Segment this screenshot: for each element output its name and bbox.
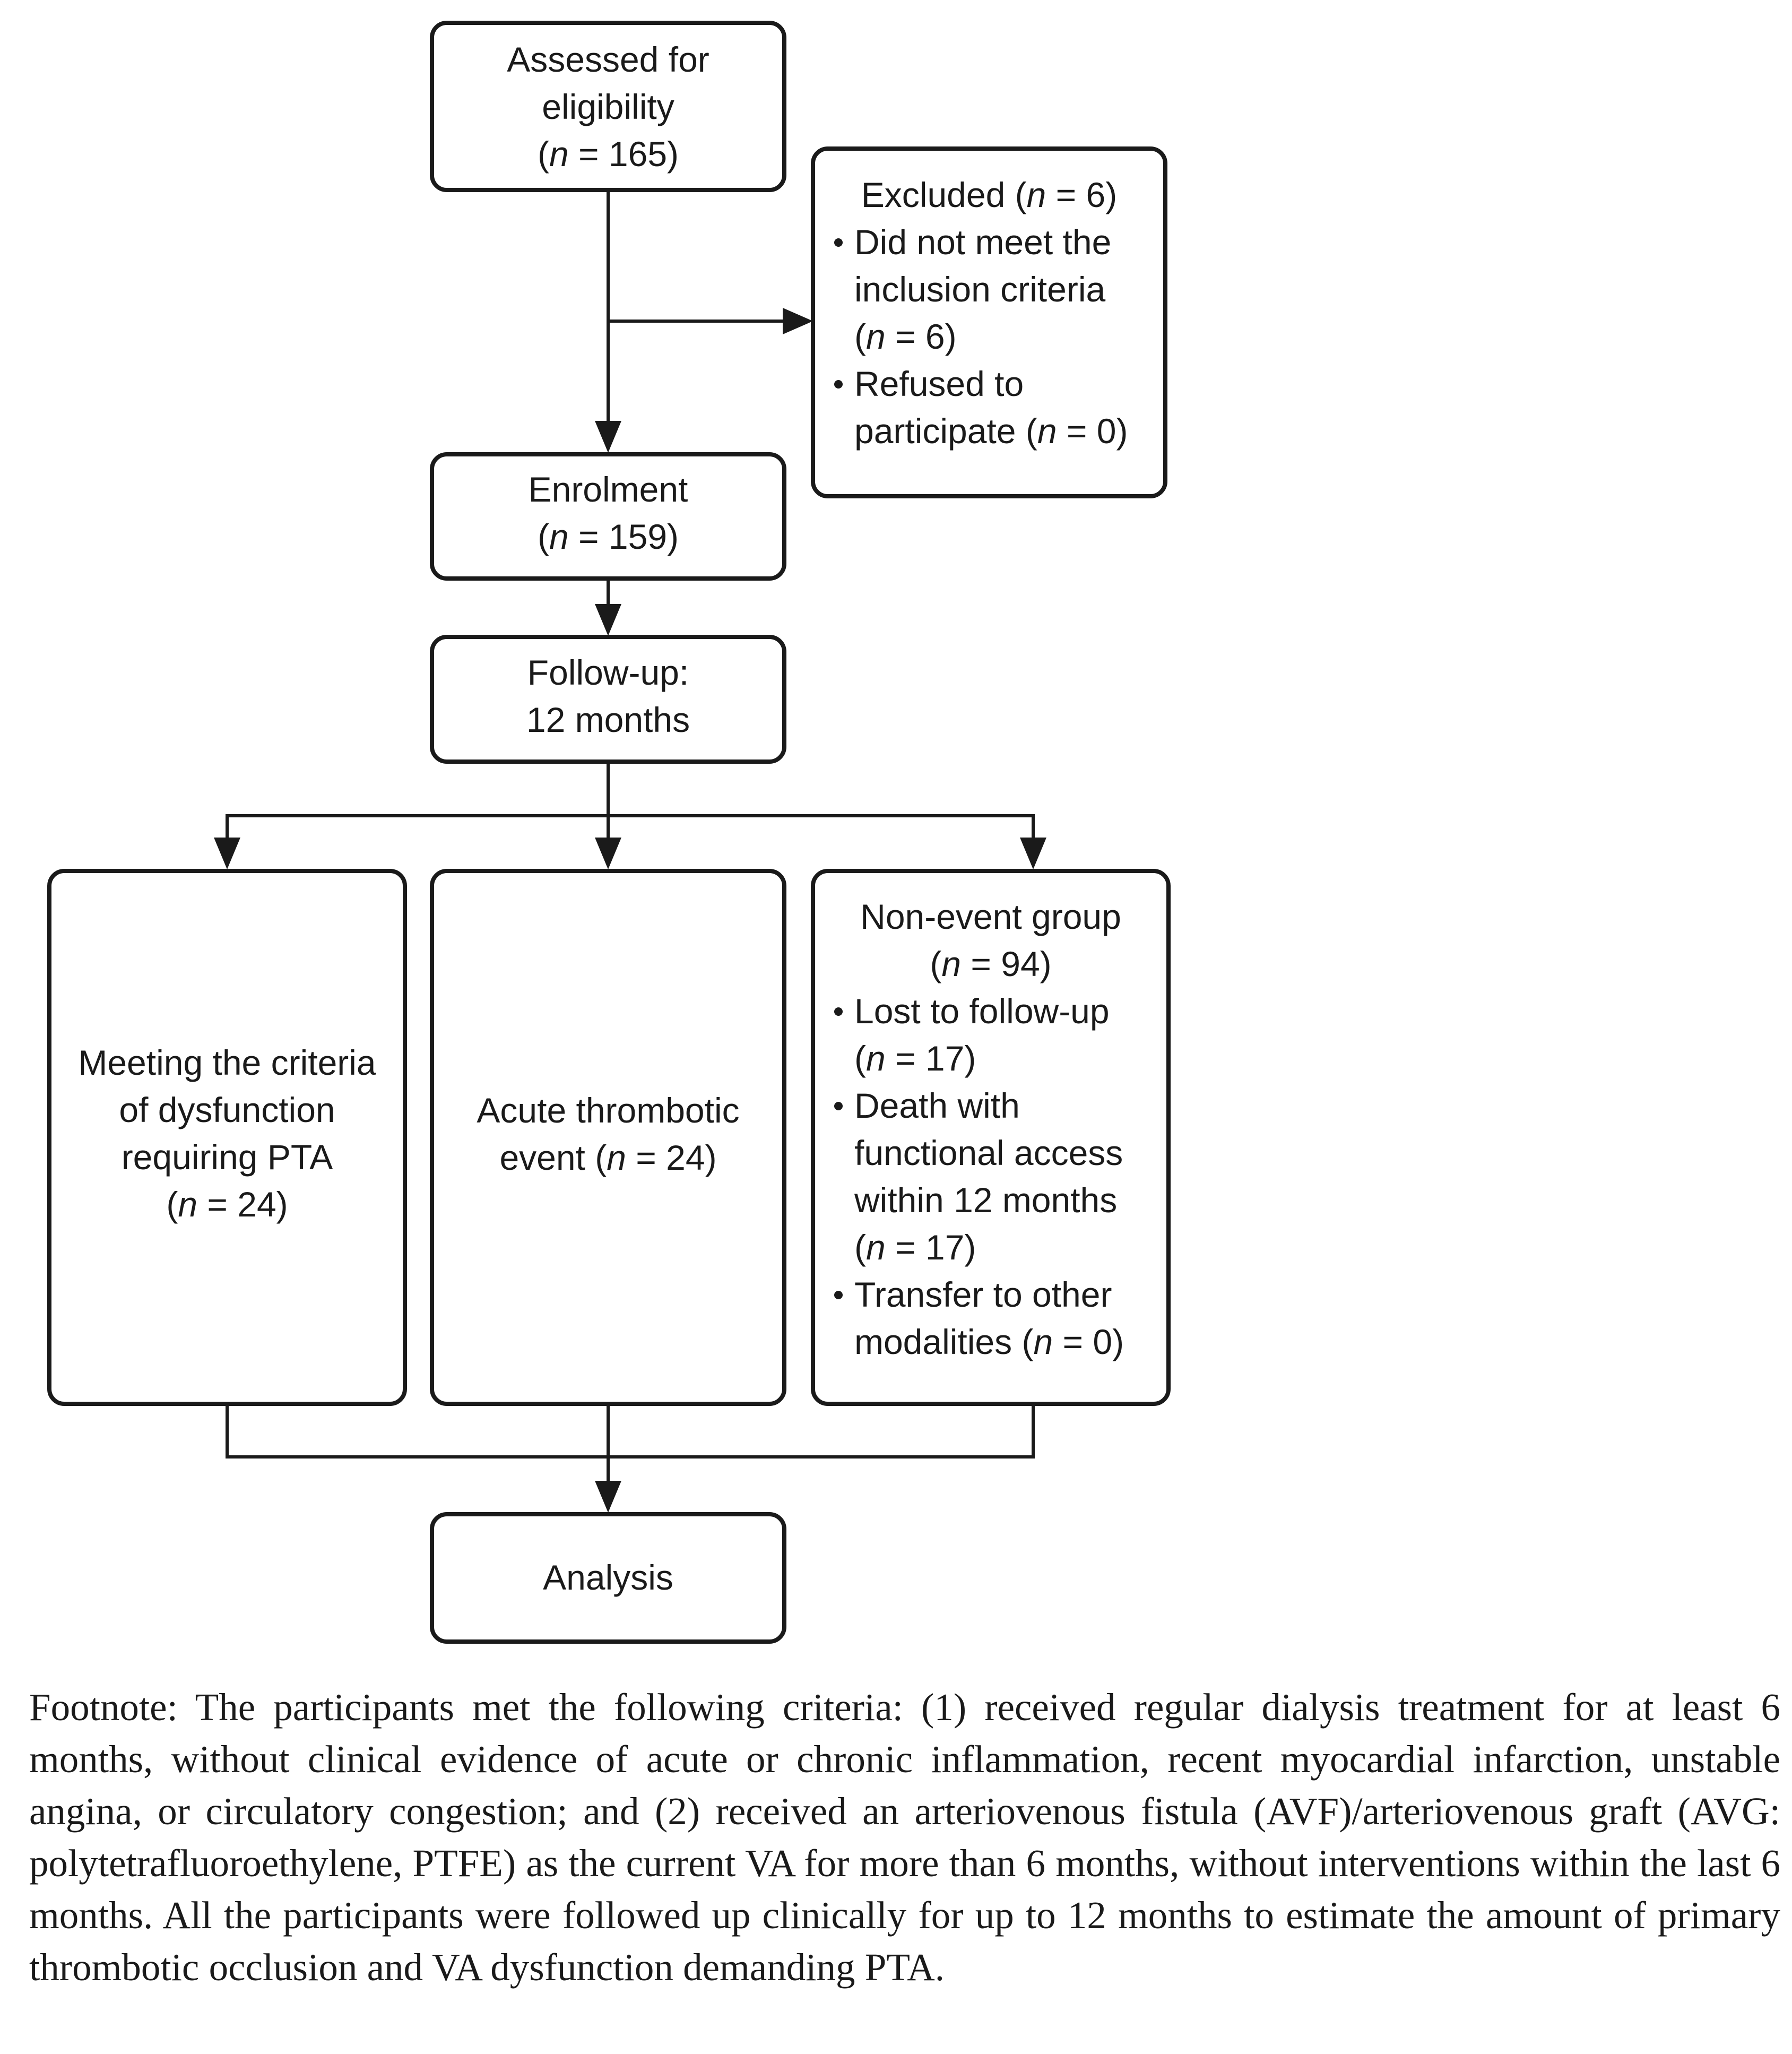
enrolment-text: Enrolment(n = 159) — [529, 470, 688, 556]
arrowhead-dysfunction — [214, 838, 240, 869]
footnote: Footnote: The participants met the follo… — [29, 1686, 1780, 1989]
arrowhead-excluded — [783, 308, 813, 334]
arrowhead-nonevent — [1020, 838, 1046, 869]
analysis-text: Analysis — [543, 1558, 673, 1597]
box-nonevent: Non-event group(n = 94)Lost to follow-up… — [811, 869, 1171, 1406]
box-enrolment: Enrolment(n = 159) — [430, 452, 786, 581]
connectors — [226, 190, 1035, 1491]
arrowhead-analysis — [595, 1481, 621, 1513]
bullet-dot — [834, 1007, 843, 1016]
arrowhead-enrolment — [595, 421, 621, 453]
nonevent-text: Non-event group(n = 94)Lost to follow-up… — [854, 897, 1124, 1361]
arrowhead-thrombotic — [595, 838, 621, 869]
box-analysis: Analysis — [430, 1512, 786, 1644]
bullet-dot — [834, 1102, 843, 1110]
arrowheads — [214, 308, 1046, 1513]
box-followup: Follow-up:12 months — [430, 635, 786, 764]
bullet-dot — [834, 238, 843, 247]
followup-text: Follow-up:12 months — [526, 653, 690, 739]
bullet-dot — [834, 380, 843, 389]
bullet-dot — [834, 1291, 843, 1299]
arrowhead-followup — [595, 604, 621, 636]
